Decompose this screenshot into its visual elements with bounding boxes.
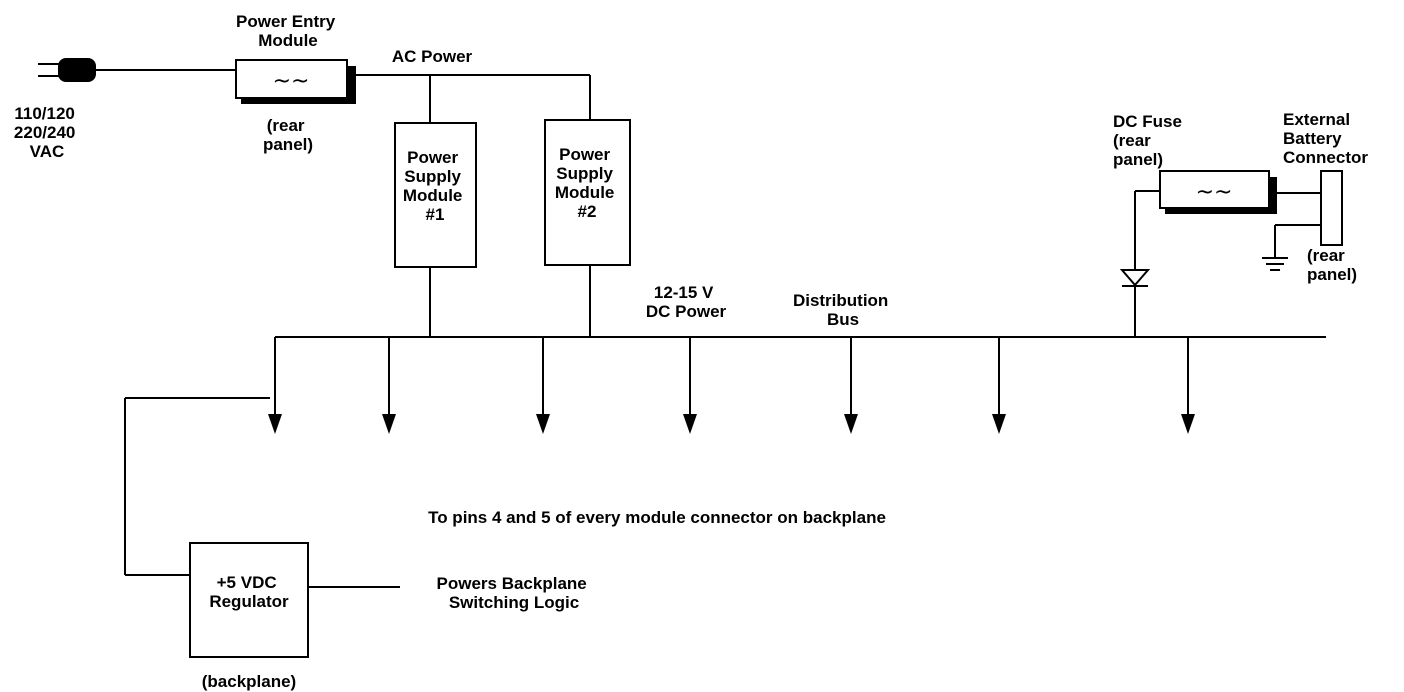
arrow-down-icon [268,337,282,434]
regulator-output-label: Powers Backplane Switching Logic [437,574,592,612]
bus-drops [268,337,1195,434]
dc-power-label: 12-15 V DC Power [646,283,727,321]
arrow-down-icon [683,337,697,434]
fuse-icon: ~~ [1196,180,1233,205]
arrow-down-icon [844,337,858,434]
battery-connector [1320,170,1343,246]
arrow-down-icon [992,337,1006,434]
ac-power-label: AC Power [392,47,473,66]
power-supply-module-1: Power Supply Module #1 [394,122,477,268]
power-entry-location: (rear panel) [263,116,313,154]
diode-icon [1119,269,1151,287]
ground-icon [1262,257,1288,271]
psu2-label: Power Supply Module #2 [555,145,619,221]
arrow-down-icon [1181,337,1195,434]
regulator-box: +5 VDC Regulator [189,542,309,658]
battery-location: (rear panel) [1307,246,1357,284]
arrow-down-icon [536,337,550,434]
regulator-location: (backplane) [202,672,296,691]
dc-fuse-title: DC Fuse (rear panel) [1113,112,1187,169]
psu1-label: Power Supply Module #1 [403,148,467,224]
dc-fuse: ~~ [1159,170,1277,214]
ac-plug-icon [38,58,96,82]
arrow-down-icon [382,337,396,434]
power-entry-title: Power Entry Module [236,12,340,50]
regulator-label: +5 VDC Regulator [209,573,289,611]
pins-label: To pins 4 and 5 of every module connecto… [428,508,886,527]
power-supply-module-2: Power Supply Module #2 [544,119,631,266]
distribution-bus-label: Distribution Bus [793,291,893,329]
source-voltage-label: 110/120 220/240 VAC [14,104,80,161]
battery-title: External Battery Connector [1283,110,1368,167]
power-entry-module: ~~ [235,59,356,104]
fuse-icon: ~~ [273,69,310,94]
